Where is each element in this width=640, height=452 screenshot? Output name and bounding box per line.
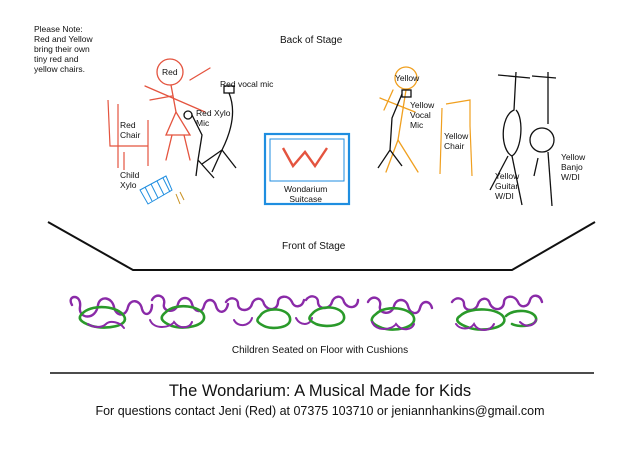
yellow-chair-label: Yellow Chair [444, 131, 469, 151]
child-xylo-label: Child Xylo [120, 170, 140, 190]
red-chair-label: Red Chair [120, 120, 141, 140]
child-xylophone [139, 175, 185, 205]
yellow-guitar-drawing [489, 71, 531, 206]
yellow-performer-figure [379, 66, 419, 173]
stage-front-edge [47, 221, 596, 271]
red-xylo-mic-stand [183, 110, 215, 179]
contact-line: For questions contact Jeni (Red) at 0737… [95, 404, 545, 418]
red-xylo-mic-label: Red Xylo Mic [196, 108, 231, 128]
yellow-guitar-label: Yellow Guitar W/DI [495, 171, 520, 201]
red-chair-drawing [107, 99, 149, 170]
yellow-vocal-mic-stand [377, 89, 412, 169]
yellow-chair-drawing [439, 99, 473, 177]
audience-cushions [69, 294, 544, 331]
yellow-banjo-drawing [529, 72, 557, 207]
red-vocal-mic-stand [201, 85, 237, 173]
yellow-vocal-mic-label: Yellow Vocal Mic [410, 100, 435, 130]
red-performer-label: Red [162, 67, 178, 77]
front-of-stage-label: Front of Stage [282, 241, 346, 252]
please-note-text: Please Note: Red and Yellow bring their … [34, 24, 93, 74]
yellow-performer-label: Yellow [395, 73, 420, 83]
back-of-stage-label: Back of Stage [280, 35, 343, 46]
yellow-banjo-label: Yellow Banjo W/DI [561, 152, 586, 182]
wondarium-suitcase [263, 132, 351, 206]
children-seated-label: Children Seated on Floor with Cushions [231, 345, 409, 356]
page-title: The Wondarium: A Musical Made for Kids [168, 382, 472, 400]
red-performer-figure [144, 58, 211, 161]
wondarium-suitcase-label: Wondarium Suitcase [284, 184, 328, 204]
red-vocal-mic-label: Red vocal mic [220, 79, 274, 89]
